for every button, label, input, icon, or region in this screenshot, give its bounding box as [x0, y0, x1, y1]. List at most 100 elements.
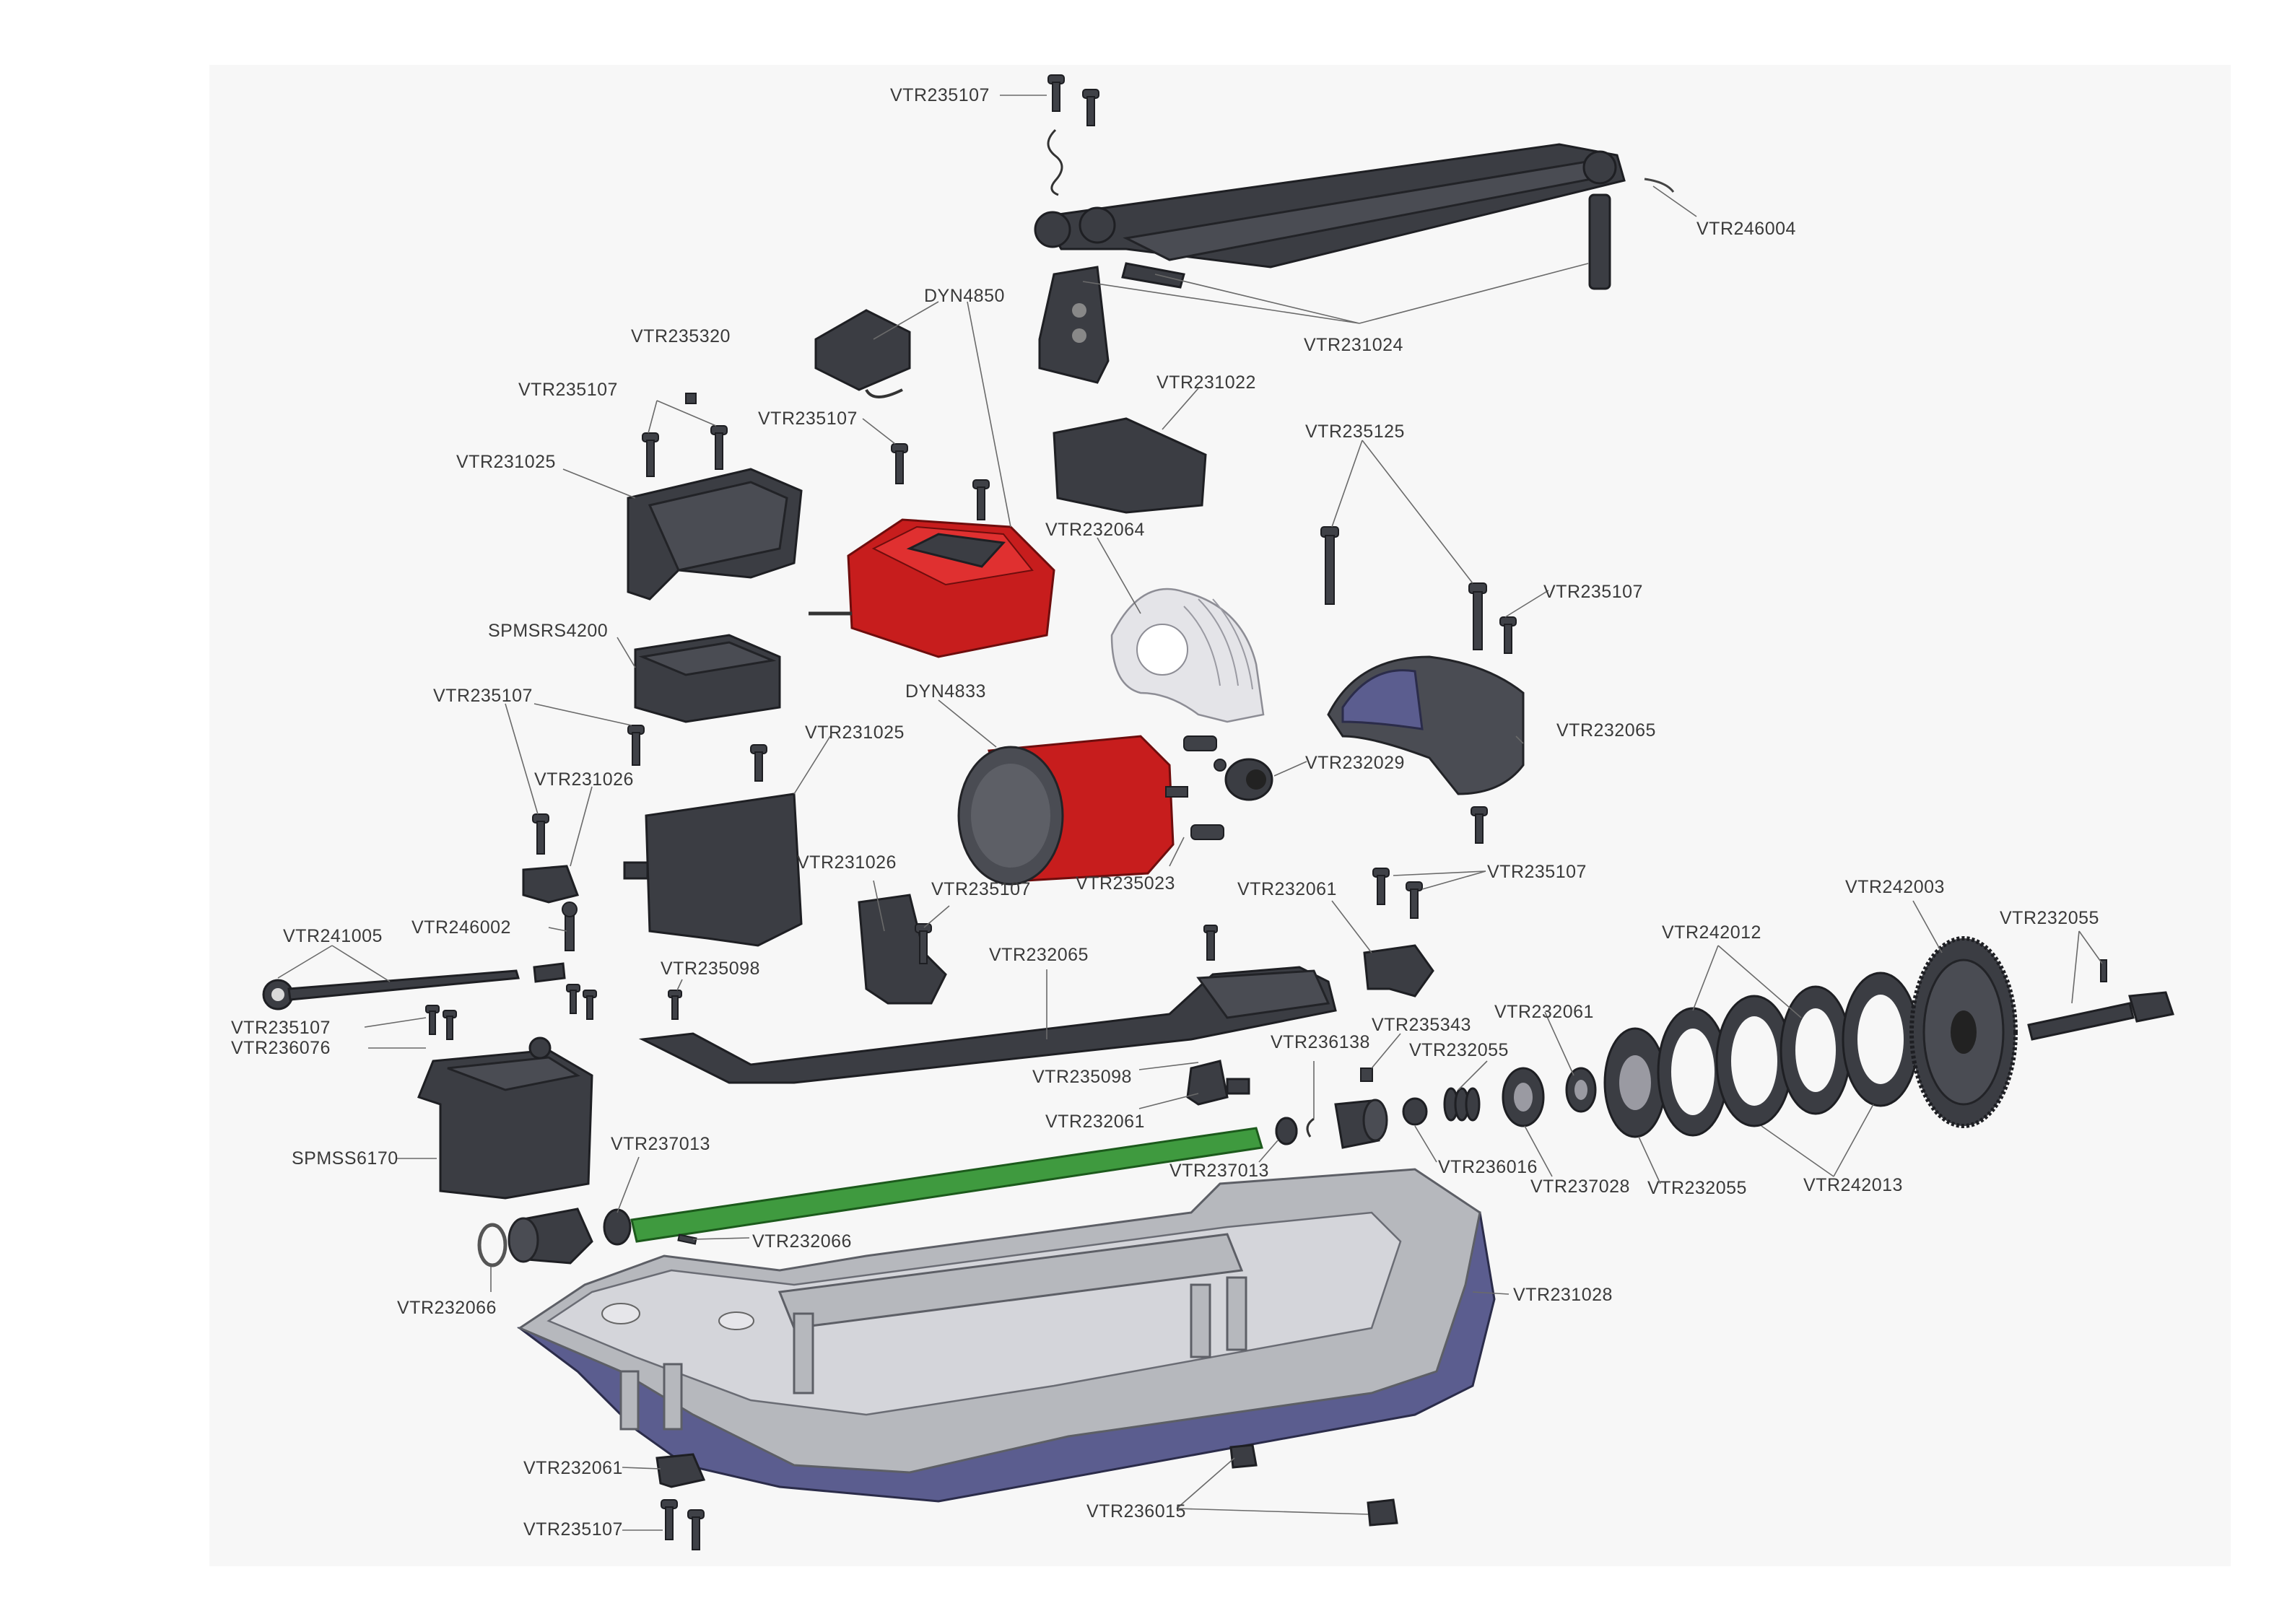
part-label: VTR232066 — [397, 1298, 497, 1318]
outdrive — [507, 1208, 593, 1265]
part-label: VTR235125 — [1305, 422, 1405, 442]
part-label: VTR235107 — [1543, 582, 1643, 602]
part-label: VTR236076 — [231, 1038, 331, 1058]
part-label: VTR232061 — [523, 1458, 623, 1478]
part-label: VTR242012 — [1662, 922, 1761, 943]
motor — [957, 735, 1188, 886]
screw-esc-1 — [891, 443, 908, 484]
e-clip — [1306, 1117, 1315, 1138]
screw-recv-2 — [710, 425, 728, 470]
screw-bottom-1 — [661, 1499, 678, 1540]
gear-cover — [1327, 655, 1525, 795]
part-label: DYN4850 — [924, 286, 1005, 306]
body-clip — [1047, 128, 1063, 196]
chassis-plug-1 — [1229, 1444, 1258, 1469]
screw-chassis-1 — [1372, 868, 1390, 905]
part-label: VTR235098 — [661, 959, 760, 979]
chassis-tub — [516, 1168, 1496, 1503]
part-label: VTR236138 — [1271, 1032, 1370, 1052]
screw-esc-2 — [972, 479, 990, 520]
part-label: VTR235023 — [1076, 873, 1175, 894]
screw-small-2 — [668, 990, 682, 1020]
slipper-pad-2 — [1715, 995, 1793, 1127]
body-clip-small — [1644, 178, 1675, 193]
part-label: VTR231026 — [797, 852, 897, 873]
part-label: VTR232065 — [1556, 720, 1656, 741]
part-label: VTR232066 — [752, 1231, 852, 1252]
slipper-spring — [1443, 1087, 1481, 1122]
part-label: VTR242013 — [1803, 1175, 1903, 1195]
bearing-slipper-1 — [1402, 1097, 1428, 1126]
screw-cover-short — [1499, 616, 1517, 654]
center-driveshaft — [630, 1127, 1263, 1243]
esc — [809, 518, 1055, 658]
bottom-mount — [655, 1453, 706, 1488]
part-label: VTR246002 — [411, 917, 511, 938]
part-label: VTR236016 — [1438, 1157, 1538, 1177]
leader-lines — [277, 95, 2103, 1531]
screw-cover-long-1 — [1320, 526, 1339, 605]
servo-mount-right — [858, 894, 947, 1005]
spur-gear — [1909, 936, 2018, 1128]
chassis-plug-2 — [1367, 1498, 1398, 1527]
screw-chassis-2 — [1406, 881, 1423, 919]
part-label: VTR241005 — [283, 926, 383, 946]
servo — [417, 1036, 593, 1200]
part-label: VTR232064 — [1045, 520, 1145, 540]
screw-cover-long-2 — [1468, 582, 1487, 650]
part-label: VTR235107 — [518, 380, 618, 400]
part-label: VTR235107 — [433, 686, 533, 706]
part-label: VTR232055 — [1647, 1178, 1747, 1198]
part-label: VTR236015 — [1086, 1501, 1186, 1522]
screw-top-left — [1047, 74, 1065, 112]
part-label: VTR237013 — [611, 1134, 710, 1154]
receiver — [634, 634, 781, 723]
part-label: VTR235107 — [890, 85, 990, 105]
battery-strap — [1053, 417, 1207, 514]
part-label: VTR235107 — [758, 409, 858, 429]
pinion-gear — [1214, 758, 1273, 801]
part-label: SPMSRS4200 — [488, 621, 608, 641]
part-label: VTR232061 — [1494, 1002, 1594, 1022]
screw-mid-1 — [627, 725, 645, 766]
part-label: VTR231025 — [456, 452, 556, 472]
bearing-driveshaft — [603, 1208, 632, 1246]
driveshaft-pin — [677, 1234, 697, 1245]
part-label: SPMSS6170 — [292, 1148, 398, 1169]
part-label: VTR232065 — [989, 945, 1089, 965]
screw-cover-bottom — [1471, 806, 1488, 844]
part-label: VTR231025 — [805, 722, 905, 743]
part-label: VTR232029 — [1305, 753, 1405, 773]
o-ring — [477, 1223, 507, 1267]
part-label: VTR231022 — [1156, 372, 1256, 393]
part-label: VTR232061 — [1045, 1112, 1145, 1132]
steering-post — [562, 902, 578, 951]
slipper-pad-4 — [1842, 972, 1920, 1107]
chassis-brace — [638, 930, 1337, 1084]
part-label: VTR232055 — [1409, 1040, 1509, 1060]
motor-mount — [1110, 588, 1265, 723]
slipper-pad-3 — [1779, 985, 1852, 1115]
slipper-pad-1 — [1657, 1007, 1729, 1137]
servo-mount-left — [522, 813, 579, 904]
receiver-box-lower — [623, 793, 803, 947]
servo-screws-left — [425, 1005, 457, 1040]
part-label: VTR231028 — [1513, 1285, 1613, 1305]
part-label: VTR246004 — [1696, 219, 1796, 239]
screw-recv-1 — [642, 432, 659, 477]
part-label: VTR237028 — [1530, 1176, 1630, 1197]
motor-screw-top — [1183, 735, 1217, 751]
slipper-hub — [1565, 1067, 1597, 1113]
set-screw — [685, 393, 697, 404]
body-mount-bar — [1034, 143, 1626, 269]
steering-link — [262, 962, 566, 1010]
servo-screws-right — [566, 984, 597, 1020]
body-mount-post-right — [1588, 193, 1611, 290]
center-coupler — [1334, 1099, 1388, 1149]
part-label: VTR235107 — [931, 879, 1031, 899]
screw-mid-2 — [750, 744, 767, 782]
part-label: VTR235107 — [231, 1018, 331, 1038]
slipper-nut — [1502, 1067, 1545, 1127]
set-screw-small — [1360, 1068, 1373, 1082]
part-label: VTR232061 — [1237, 879, 1337, 899]
